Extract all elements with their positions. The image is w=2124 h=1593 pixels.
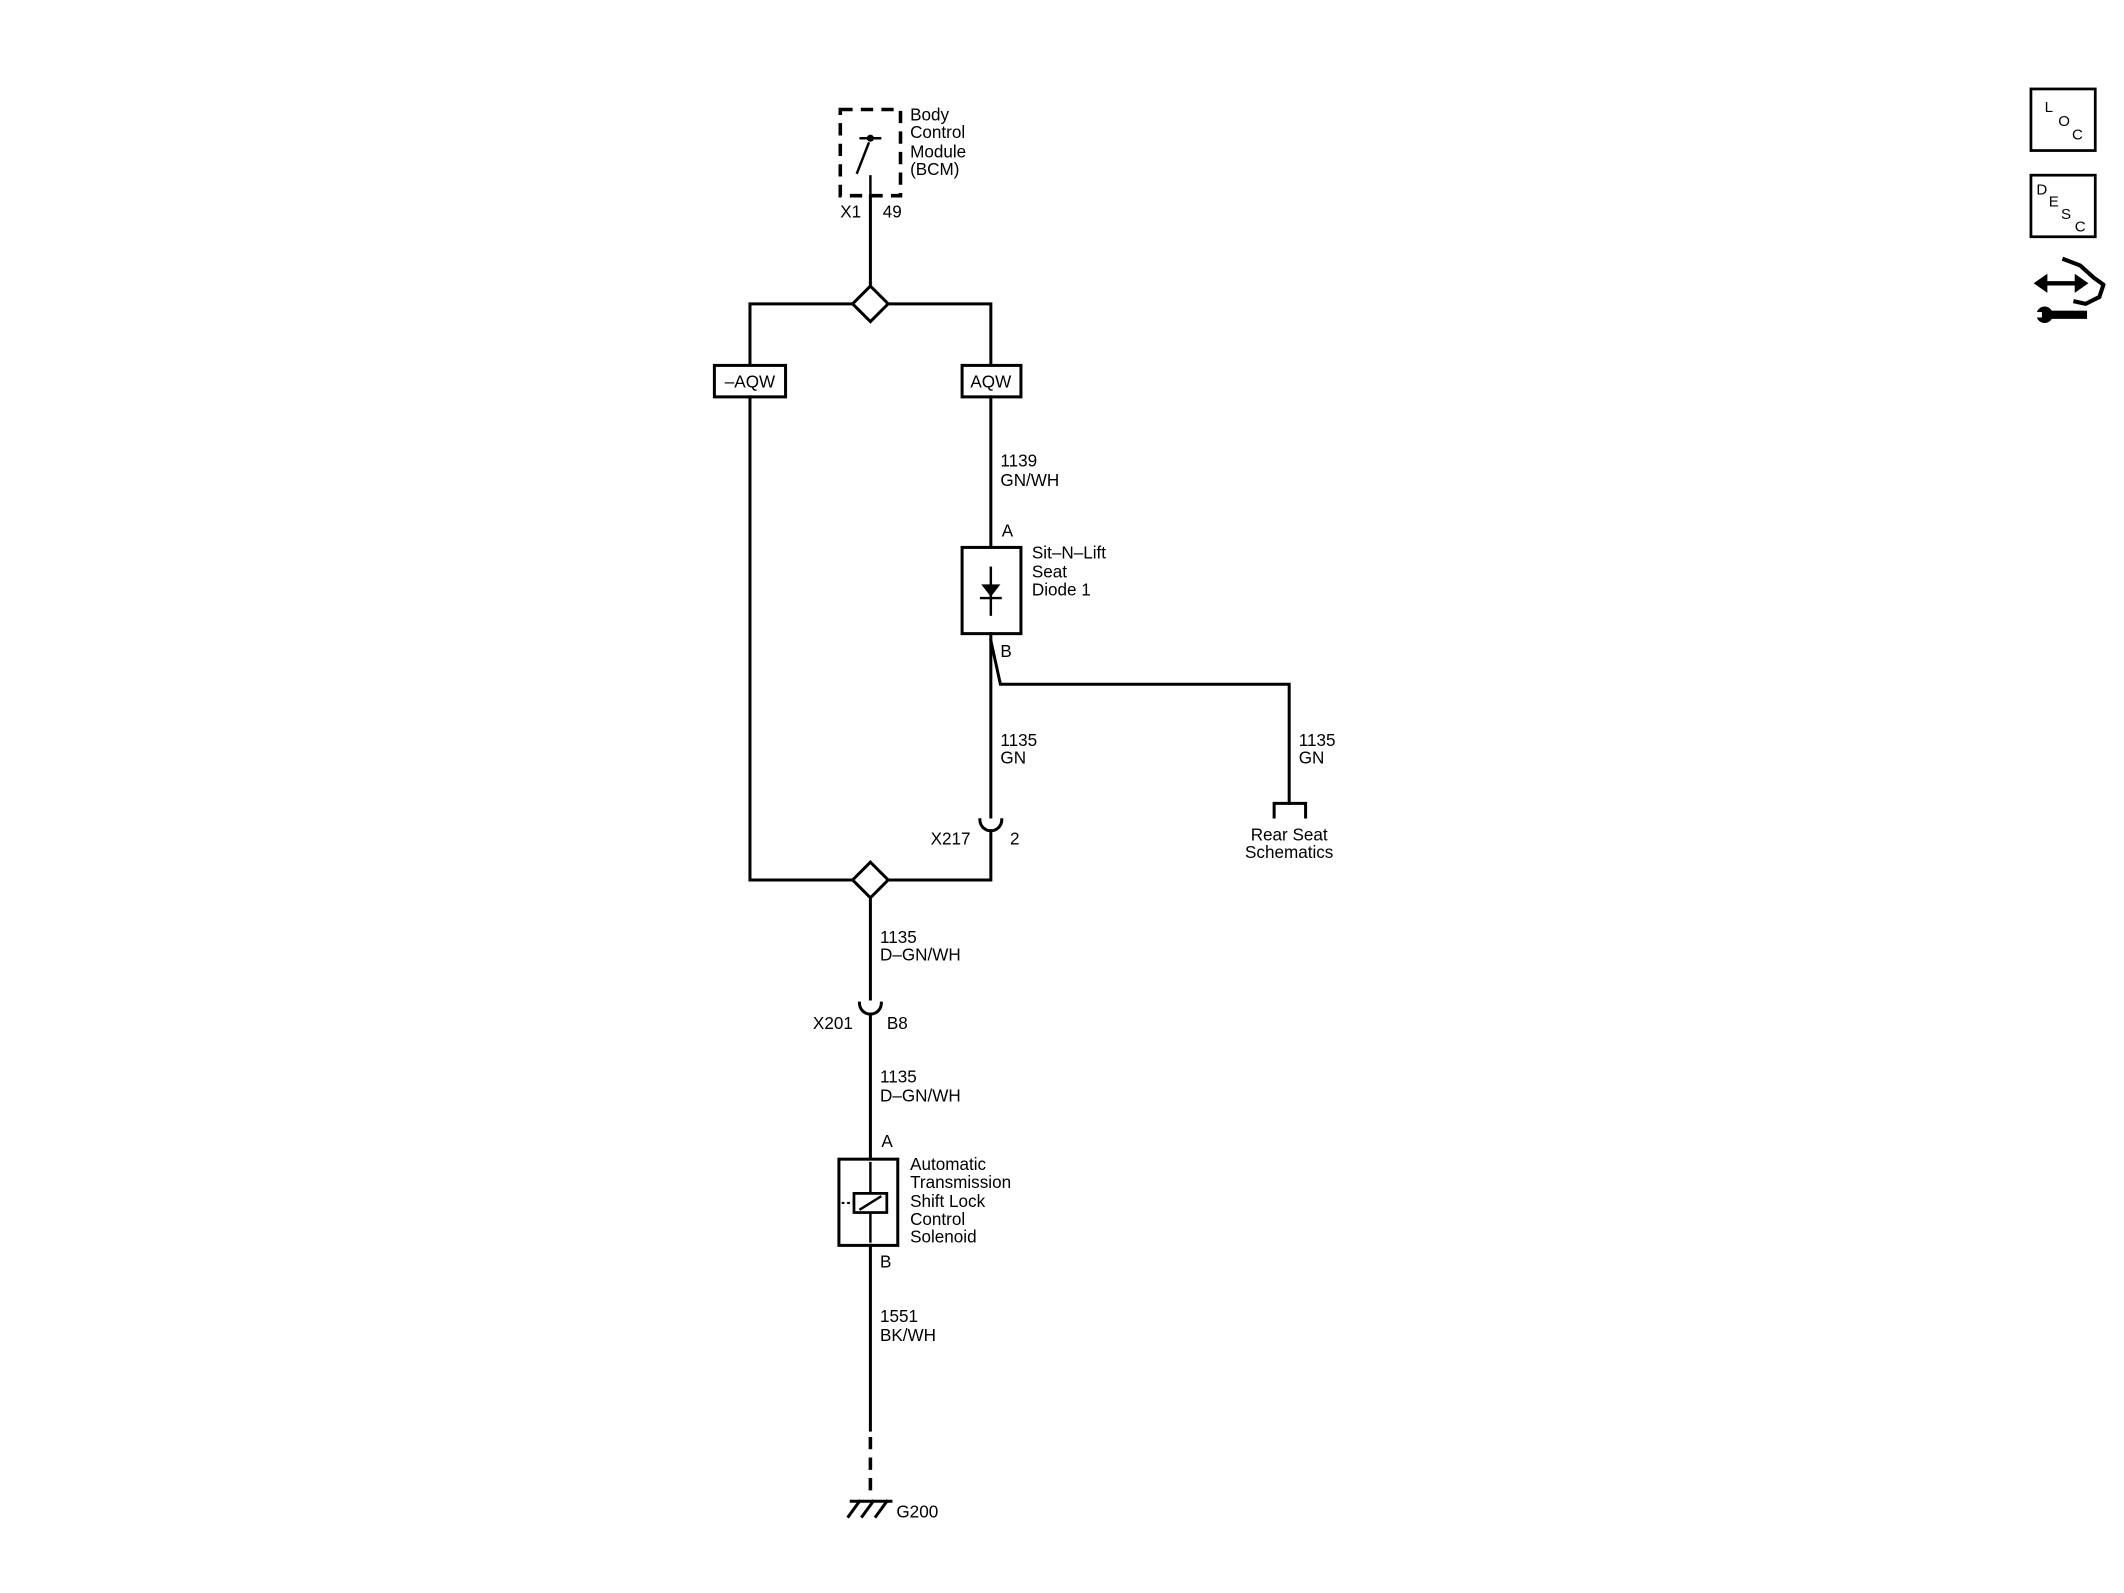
desc-icon-letter: E (2049, 194, 2059, 211)
diode-icon (979, 566, 1002, 616)
x201-connector: X201 B8 (813, 1001, 908, 1033)
wire-1135-solenoid-in-circuit: 1135 (880, 1068, 917, 1087)
wire-x217-to-splice (886, 829, 993, 882)
diode-pin-b: B (1000, 642, 1011, 661)
option-box-aqw: AQW (960, 363, 1023, 399)
ground-label: G200 (896, 1503, 938, 1522)
upper-option-splice-icon (850, 283, 891, 324)
solenoid-label-line: Shift Lock (910, 1192, 986, 1211)
bcm-label-line: Control (910, 123, 965, 142)
wire-1135-diode-out-color: GN (1000, 749, 1026, 768)
solenoid-label-line: Solenoid (910, 1228, 977, 1247)
loc-icon-letter: C (2072, 127, 2083, 144)
option-label-aqw: AQW (970, 372, 1012, 391)
solenoid-pin-b: B (880, 1252, 891, 1271)
solenoid-pin-a: A (881, 1132, 893, 1151)
sit-n-lift-seat-diode: A Sit–N–Lift Seat Diode 1 B (960, 521, 1106, 661)
wire-splice-right-branch (886, 302, 993, 367)
harness-wrench-icon[interactable] (2033, 256, 2106, 323)
connector-icon (857, 1001, 883, 1016)
rear-seat-link-line[interactable]: Rear Seat (1251, 825, 1328, 844)
bcm-connector-label: X1 (840, 203, 861, 222)
desc-icon-letter: S (2061, 206, 2071, 223)
desc-icon-letter: D (2036, 181, 2047, 198)
desc-icon-letter: C (2075, 218, 2086, 235)
solenoid-label-line: Automatic (910, 1155, 986, 1174)
rear-seat-link-line[interactable]: Schematics (1245, 843, 1333, 862)
loc-button[interactable]: L O C (2029, 87, 2097, 152)
loc-icon-letter: L (2045, 99, 2053, 116)
wire-non-aqw-bypass (748, 395, 855, 882)
wire-1135-rear-seat (989, 638, 1291, 805)
solenoid-label-line: Control (910, 1210, 965, 1229)
x201-connector-label: X201 (813, 1014, 853, 1033)
wire-1135-solenoid-in-color: D–GN/WH (880, 1087, 961, 1106)
loc-icon-letter: O (2058, 113, 2070, 130)
bcm-switch-icon (855, 134, 882, 196)
x201-pin-label: B8 (887, 1014, 908, 1033)
solenoid-coil-icon (841, 1161, 889, 1243)
shift-lock-solenoid: A Automatic Transmission Shift Lock Cont… (837, 1132, 1011, 1271)
diode-label-line: Sit–N–Lift (1032, 543, 1106, 562)
rear-seat-reference-icon (1272, 801, 1308, 819)
harness-button[interactable] (2033, 256, 2106, 323)
wire-1551-color: BK/WH (880, 1326, 936, 1345)
desc-icon[interactable]: D E S C (2029, 173, 2097, 239)
rear-seat-schematics-link[interactable]: Rear Seat Schematics (1245, 825, 1333, 862)
diode-pin-a: A (1002, 521, 1014, 540)
connector-icon (978, 818, 1004, 833)
ground-g200: G200 (846, 1499, 938, 1522)
bcm-pin-label: 49 (883, 203, 902, 222)
diode-label-line: Diode 1 (1032, 580, 1091, 599)
wire-1135-rear-color: GN (1299, 749, 1325, 768)
solenoid-label-line: Transmission (910, 1173, 1011, 1192)
option-label-not-aqw: –AQW (725, 372, 776, 391)
bcm-component: Body Control Module (BCM) X1 49 (838, 105, 966, 222)
desc-button[interactable]: D E S C (2029, 173, 2097, 239)
diode-label-line: Seat (1032, 563, 1067, 582)
wire-1135-splice-out-circuit: 1135 (880, 928, 917, 947)
x217-pin-label: 2 (1010, 829, 1020, 848)
bcm-label-line: Module (910, 142, 966, 161)
bcm-label-line: Body (910, 105, 949, 124)
wire-1139-color: GN/WH (1000, 471, 1059, 490)
wire-splice-left-branch (748, 302, 855, 367)
option-box-not-aqw: –AQW (712, 363, 788, 399)
wire-1135-diode-out-circuit: 1135 (1000, 731, 1037, 750)
bcm-label-line: (BCM) (910, 160, 959, 179)
ground-icon (846, 1499, 893, 1519)
wire-1551-circuit: 1551 (880, 1307, 918, 1326)
x217-connector: X217 2 (931, 818, 1020, 848)
loc-icon[interactable]: L O C (2029, 87, 2097, 152)
wire-1135-rear-circuit: 1135 (1299, 731, 1336, 750)
x217-connector-label: X217 (931, 829, 971, 848)
wire-1139-circuit: 1139 (1000, 452, 1037, 471)
lower-option-splice-icon (850, 860, 891, 900)
wire-1135-splice-out-color: D–GN/WH (880, 946, 961, 965)
